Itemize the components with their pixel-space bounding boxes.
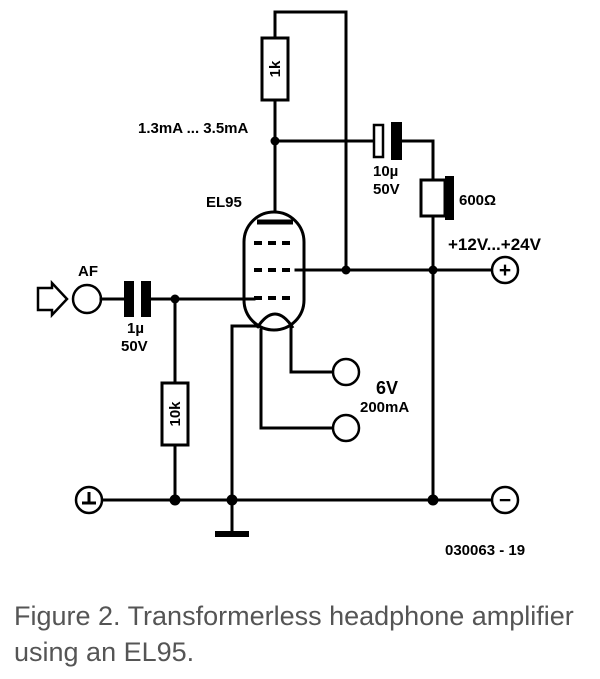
output-capacitor-plate-solid: [391, 122, 402, 160]
output-capacitor-plate-open: [372, 123, 385, 159]
junction-gnd-3: [427, 494, 439, 506]
figure-caption: Figure 2. Transformerless headphone ampl…: [14, 601, 574, 667]
headphone-impedance-label: 600Ω: [459, 192, 496, 209]
input-cap-voltage: 50V: [121, 338, 148, 355]
grid-resistor-label: 10k: [167, 401, 184, 427]
output-cap-value: 10µ: [373, 163, 398, 180]
anode-current-label: 1.3mA ... 3.5mA: [138, 120, 248, 137]
input-arrow-icon: [36, 279, 69, 319]
junction-screen: [341, 265, 351, 275]
output-cap-wire-right: [400, 139, 435, 182]
headphone-back: [445, 176, 454, 220]
heater-wire-1: [289, 324, 335, 374]
heater-terminal-2[interactable]: [331, 413, 361, 443]
grid-resistor: [160, 381, 190, 447]
input-capacitor-plate-left: [124, 281, 134, 317]
supply-positive-sign: +: [499, 259, 511, 282]
input-cap-value: 1µ: [127, 320, 144, 337]
anode-resistor-label: 1k: [267, 60, 284, 77]
supply-voltage-label: +12V...+24V: [448, 235, 542, 254]
tube-cathode: [255, 312, 295, 329]
input-terminal[interactable]: [71, 283, 103, 315]
heater-wire-2: [259, 328, 335, 430]
input-label: AF: [78, 263, 98, 280]
supply-negative-sign: −: [499, 489, 511, 512]
heater-terminal-1[interactable]: [331, 357, 361, 387]
headphone-body: [419, 178, 447, 218]
input-capacitor-plate-right: [141, 281, 151, 317]
heater-voltage-label: 6V: [376, 378, 398, 398]
ground-symbol-icon: [82, 492, 96, 505]
supply-positive-terminal[interactable]: [490, 255, 520, 285]
supply-negative-terminal[interactable]: [490, 485, 520, 515]
junction-supply: [428, 265, 438, 275]
tube-label: EL95: [206, 194, 242, 211]
junction-gnd-2: [226, 494, 238, 506]
heater-current-label: 200mA: [360, 399, 409, 416]
cathode-wire: [230, 324, 259, 534]
junction-gnd-1: [169, 494, 181, 506]
figure-code: 030063 - 19: [445, 542, 525, 559]
amplifier-schematic: 1k 1.3mA ... 3.5mA 10µ 50V 600Ω EL95 + +…: [36, 10, 542, 559]
output-cap-voltage: 50V: [373, 181, 400, 198]
